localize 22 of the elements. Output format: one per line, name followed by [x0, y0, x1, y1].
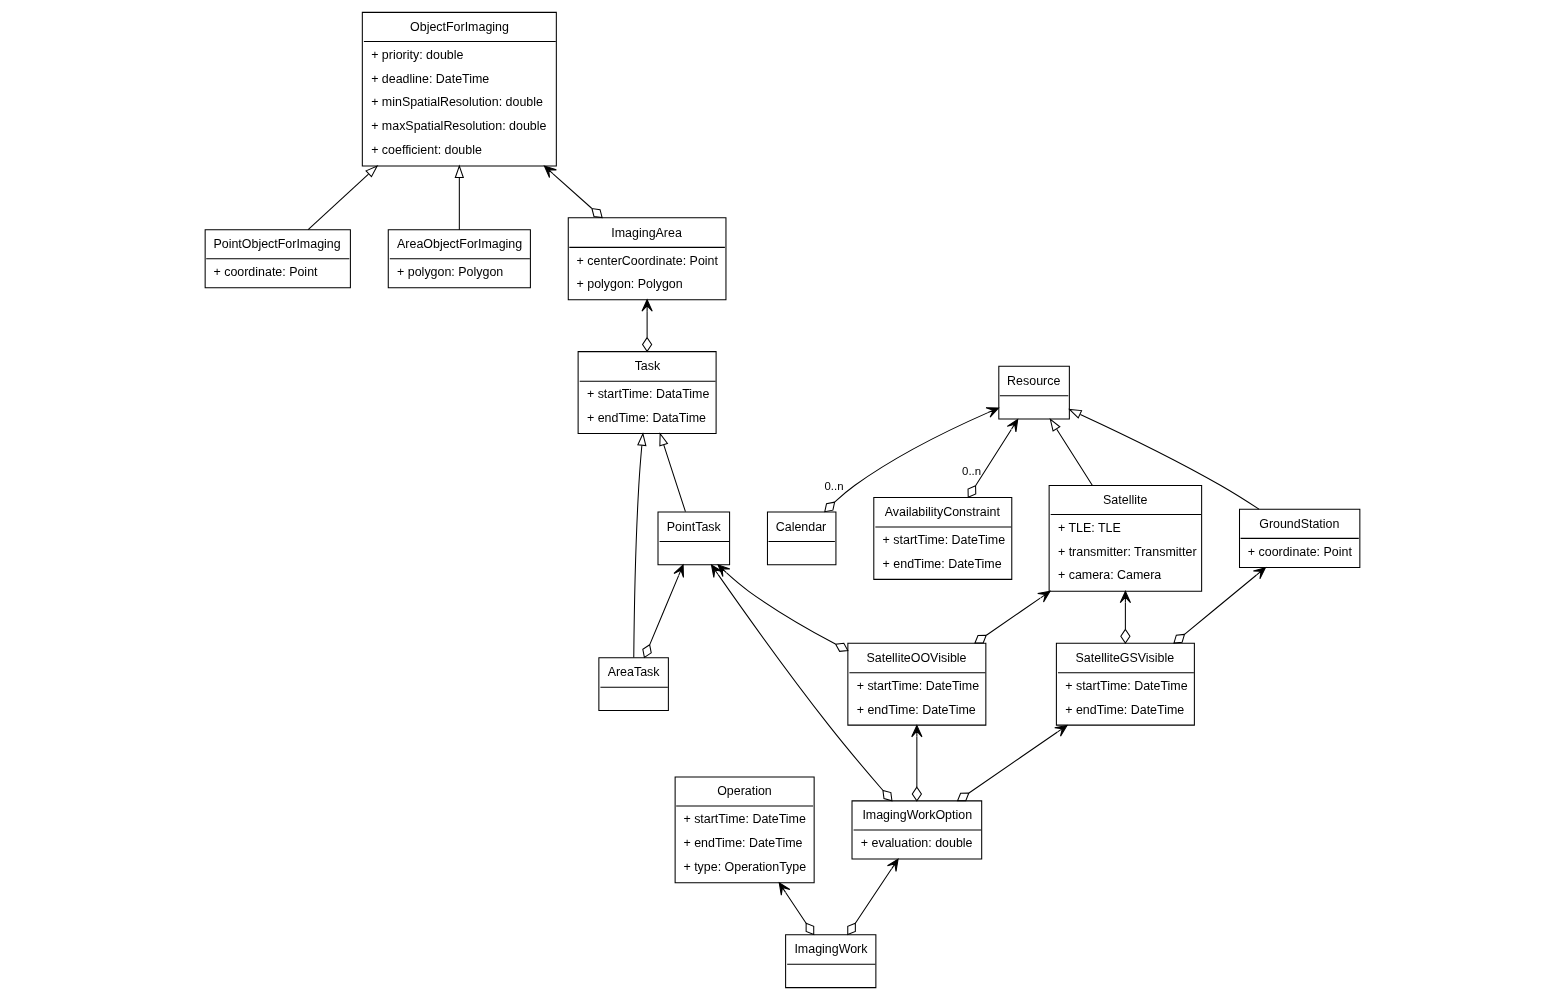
arrow — [659, 432, 686, 513]
edge-label: 0..n — [962, 464, 982, 477]
arrow — [717, 564, 849, 652]
arrow — [1119, 590, 1132, 645]
edge-label: 0..n — [824, 480, 844, 493]
arrow — [911, 724, 923, 802]
arrow — [778, 882, 815, 936]
arrow — [1173, 567, 1266, 644]
arrow — [633, 432, 647, 659]
arrow — [641, 299, 653, 353]
arrow — [642, 564, 684, 659]
arrow — [1068, 408, 1260, 510]
arrow — [847, 858, 899, 936]
arrow — [711, 564, 893, 802]
arrow — [956, 724, 1068, 802]
arrow — [824, 407, 1000, 513]
arrow — [307, 165, 379, 231]
arrow — [967, 418, 1019, 499]
arrow — [454, 164, 465, 231]
arrow — [1049, 417, 1093, 486]
arrow — [974, 590, 1051, 644]
arrow — [543, 165, 603, 219]
